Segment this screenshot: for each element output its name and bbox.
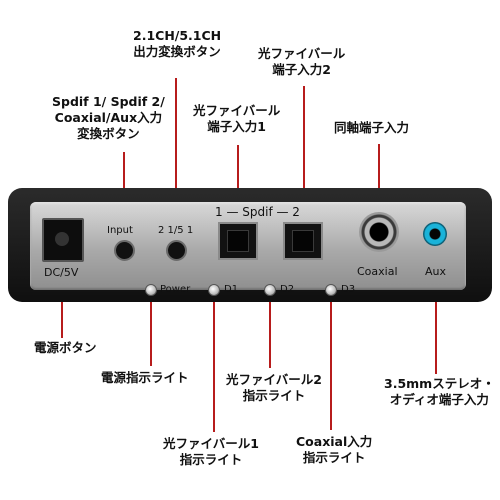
channel-switch-button[interactable]: [166, 240, 187, 261]
leader-line-optical2: [303, 86, 305, 196]
leader-line-channel: [175, 78, 177, 216]
aux-label: Aux: [425, 265, 447, 278]
optical-input-1[interactable]: [218, 222, 258, 260]
leader-line-d3: [330, 292, 332, 430]
input-label: Input: [107, 225, 133, 236]
d3-led: [325, 284, 337, 296]
callout-optical-2: 光ファイバール 端子入力2: [258, 46, 346, 77]
optical-input-2[interactable]: [283, 222, 323, 260]
coaxial-input-jack[interactable]: [359, 212, 399, 252]
callout-optical-1-led: 光ファイバール1 指示ライト: [163, 436, 259, 467]
d1-led-label: D1: [224, 284, 239, 295]
callout-channel-switch: 2.1CH/5.1CH 出力変換ボタン: [133, 28, 222, 59]
aux-input-jack[interactable]: [423, 222, 447, 246]
power-led-label: Power: [160, 284, 191, 295]
callout-optical-2-led: 光ファイバール2 指示ライト: [226, 372, 322, 403]
dc-label: DC/5V: [44, 266, 79, 279]
power-led: [145, 284, 157, 296]
spdif-header: 1 — Spdif — 2: [215, 205, 300, 219]
callout-power-button: 電源ボタン: [34, 340, 97, 355]
d2-led-label: D2: [280, 284, 295, 295]
d2-led: [264, 284, 276, 296]
callout-coaxial-led: Coaxial入力 指示ライト: [296, 434, 373, 465]
leader-line-aux: [435, 246, 437, 374]
leader-line-d1: [213, 292, 215, 432]
callout-aux-input: 3.5mmステレオ・ オディオ端子入力: [384, 376, 495, 407]
callout-power-led: 電源指示ライト: [101, 370, 189, 385]
dc-power-jack[interactable]: [42, 218, 84, 262]
coaxial-label: Coaxial: [357, 265, 398, 278]
callout-optical-1: 光ファイバール 端子入力1: [193, 103, 281, 134]
leader-line-d2: [269, 292, 271, 368]
leader-line-input: [123, 152, 125, 218]
callout-input-switch: Spdif 1/ Spdif 2/ Coaxial/Aux入力 変換ボタン: [52, 94, 165, 141]
leader-line-power-led: [150, 292, 152, 366]
callout-coaxial-input: 同軸端子入力: [334, 120, 410, 135]
channel-label: 2 1/5 1: [158, 225, 194, 236]
input-switch-button[interactable]: [114, 240, 135, 261]
d3-led-label: D3: [341, 284, 356, 295]
d1-led: [208, 284, 220, 296]
leader-line-optical1: [237, 145, 239, 197]
leader-line-coaxial: [378, 144, 380, 212]
